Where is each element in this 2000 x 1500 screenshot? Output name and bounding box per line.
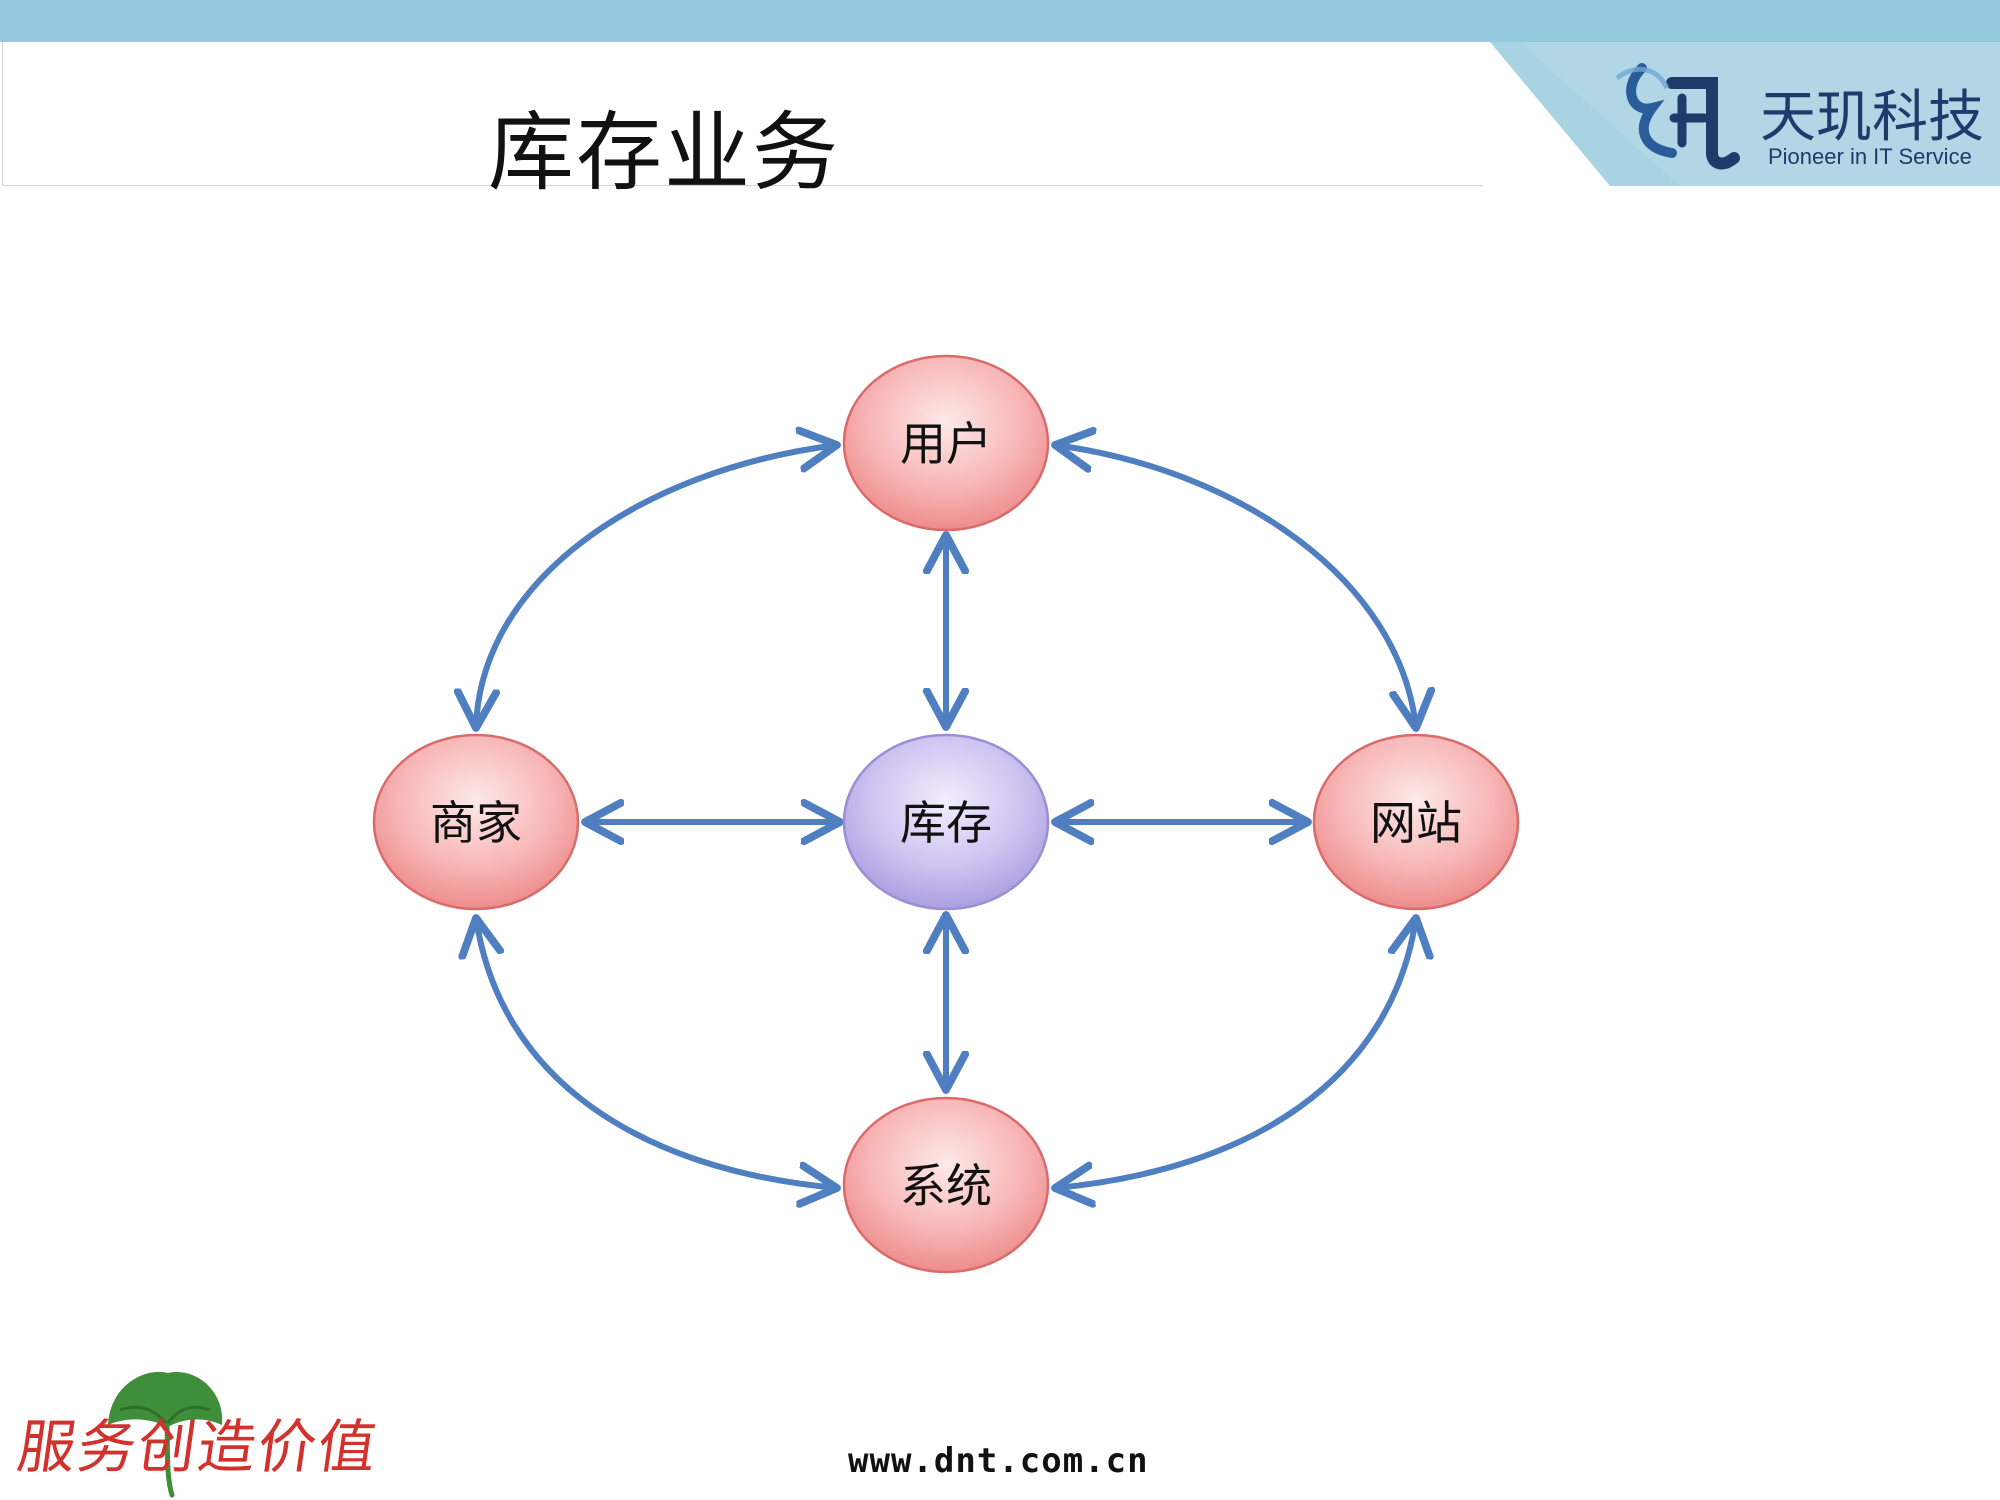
node-merchant-label: 商家 xyxy=(430,796,522,850)
arrow-user-website xyxy=(1055,445,1416,728)
brand-name: 天玑科技 xyxy=(1760,85,1984,150)
header-panel xyxy=(2,42,1483,186)
node-user: 用户 xyxy=(842,354,1050,532)
arrow-website-system xyxy=(1055,918,1416,1188)
node-merchant: 商家 xyxy=(372,733,580,911)
arrow-merchant-system xyxy=(476,918,837,1188)
node-inventory: 库存 xyxy=(842,733,1050,911)
brand-tagline: Pioneer in IT Service xyxy=(1768,144,1972,169)
top-banner-band xyxy=(0,0,2000,42)
footer-website: www.dnt.com.cn xyxy=(848,1441,1149,1481)
node-user-label: 用户 xyxy=(900,417,992,471)
node-inventory-label: 库存 xyxy=(900,796,992,850)
node-system: 系统 xyxy=(842,1096,1050,1274)
node-website-label: 网站 xyxy=(1370,796,1462,850)
page-title: 库存业务 xyxy=(488,103,840,203)
ginkgo-leaf-icon xyxy=(108,1371,223,1498)
arrow-user-merchant xyxy=(476,445,837,728)
footer-slogan: 服务创造价值 xyxy=(13,1413,383,1481)
node-system-label: 系统 xyxy=(900,1159,992,1213)
company-logo-icon xyxy=(1615,63,1740,170)
node-website: 网站 xyxy=(1312,733,1520,911)
